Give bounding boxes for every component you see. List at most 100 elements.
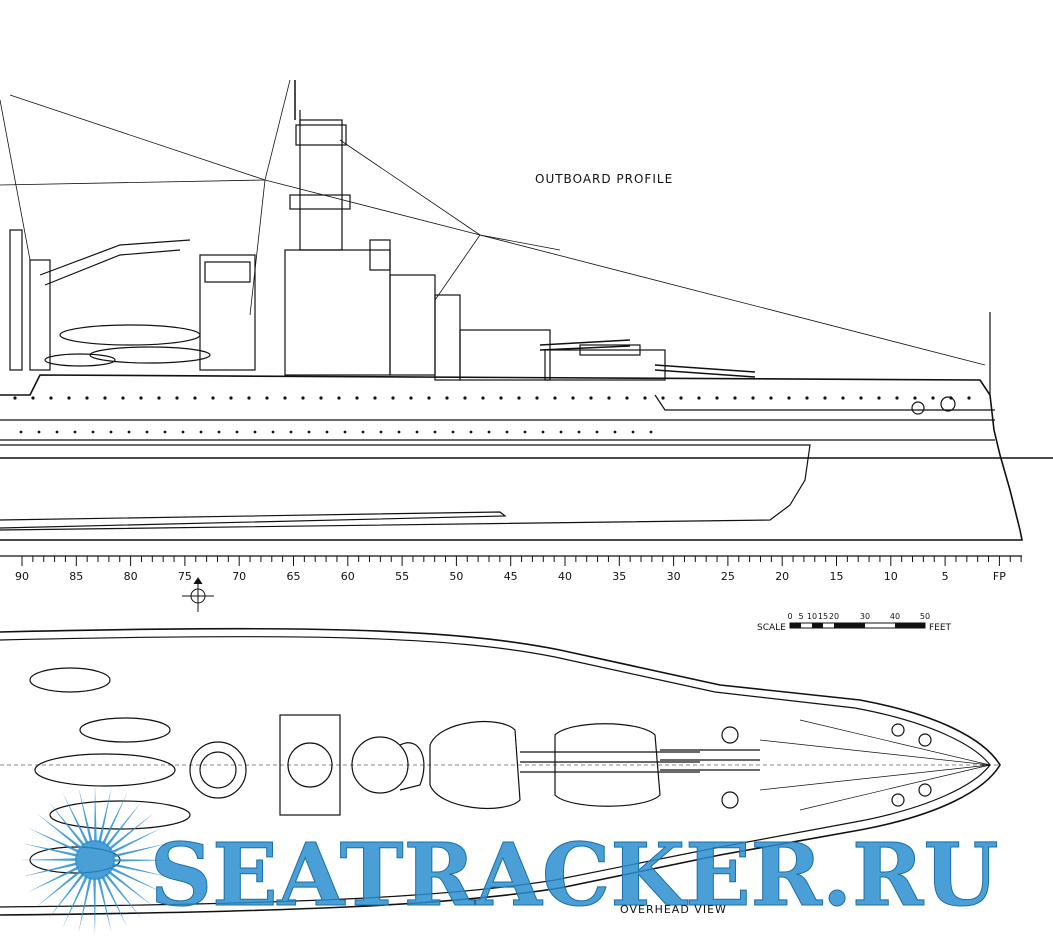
station-label: 5 (942, 570, 949, 583)
porthole (175, 396, 179, 400)
porthole (517, 396, 521, 400)
porthole (289, 430, 293, 434)
starburst-ray (105, 801, 142, 848)
porthole (13, 396, 17, 400)
station-label: 65 (287, 570, 301, 583)
porthole (247, 396, 251, 400)
feet-scale-label: 5 (798, 612, 803, 621)
porthole (379, 430, 383, 434)
porthole (967, 396, 971, 400)
porthole (631, 430, 635, 434)
main-turrets (429, 720, 760, 810)
starburst-ray (101, 792, 128, 845)
station-scale (0, 555, 1022, 566)
station-label: 75 (178, 570, 192, 583)
porthole (217, 430, 221, 434)
starburst-ray (112, 843, 169, 858)
scale-bar-segment (812, 623, 823, 628)
porthole (445, 396, 449, 400)
porthole (145, 430, 149, 434)
porthole (841, 396, 845, 400)
porthole (931, 396, 935, 400)
starburst-ray (108, 813, 154, 851)
starburst-ray (112, 859, 170, 862)
porthole (37, 430, 41, 434)
porthole (523, 430, 527, 434)
porthole (211, 396, 215, 400)
porthole (469, 430, 473, 434)
porthole (859, 396, 863, 400)
porthole (73, 430, 77, 434)
porthole (121, 396, 125, 400)
starburst-ray (62, 875, 89, 928)
feet-scale-label: 0 (787, 612, 792, 621)
starburst-ray (27, 827, 80, 854)
main-turret-guns (539, 339, 756, 378)
station-label: 45 (504, 570, 518, 583)
porthole (109, 430, 113, 434)
porthole (415, 430, 419, 434)
starburst-ray (93, 877, 96, 935)
starburst-ray (101, 875, 128, 928)
scale-bar-segment (895, 623, 925, 628)
starburst-ray (27, 866, 80, 893)
porthole (805, 396, 809, 400)
porthole (229, 396, 233, 400)
boats (29, 667, 191, 874)
porthole (397, 430, 401, 434)
feet-scale-label: 20 (829, 612, 839, 621)
porthole (595, 430, 599, 434)
watermark-starburst-icon (20, 785, 170, 935)
porthole (127, 430, 131, 434)
armor-belt (0, 444, 811, 531)
porthole (103, 396, 107, 400)
overhead-view-title: OVERHEAD VIEW (620, 903, 727, 916)
porthole (733, 396, 737, 400)
porthole (319, 396, 323, 400)
feet-scale-label: 40 (890, 612, 900, 621)
station-label: 30 (667, 570, 681, 583)
porthole (301, 396, 305, 400)
porthole (253, 430, 257, 434)
porthole (643, 396, 647, 400)
station-label: 60 (341, 570, 355, 583)
porthole (649, 430, 653, 434)
porthole (391, 396, 395, 400)
porthole (49, 396, 53, 400)
porthole (283, 396, 287, 400)
bow-section (654, 394, 995, 411)
porthole (355, 396, 359, 400)
starburst-ray (104, 873, 142, 919)
starburst-core (75, 840, 115, 880)
starburst-ray (48, 801, 86, 847)
feet-scale-label: 30 (860, 612, 870, 621)
porthole (31, 396, 35, 400)
porthole (541, 430, 545, 434)
bridge-structure (189, 714, 425, 816)
porthole (715, 396, 719, 400)
compass-rose-icon (182, 577, 214, 612)
porthole (559, 430, 563, 434)
station-label: FP (993, 570, 1006, 583)
porthole (433, 430, 437, 434)
porthole (697, 396, 701, 400)
porthole (751, 396, 755, 400)
station-label: 35 (612, 570, 626, 583)
porthole (895, 396, 899, 400)
porthole (679, 396, 683, 400)
capstans (721, 723, 932, 809)
bow-deck-lines (759, 719, 991, 811)
starburst-ray (78, 786, 93, 843)
starburst-ray (112, 863, 169, 877)
porthole (157, 396, 161, 400)
scale-bar-segment (834, 623, 865, 628)
porthole (463, 396, 467, 400)
feet-scale-unit: FEET (929, 623, 952, 633)
porthole (823, 396, 827, 400)
outboard-profile (0, 79, 1053, 541)
porthole (361, 430, 365, 434)
porthole (199, 430, 203, 434)
starburst-ray (110, 827, 163, 854)
starburst-ray (62, 792, 89, 845)
watermark-text: SEATRACKER.RU (150, 825, 999, 926)
